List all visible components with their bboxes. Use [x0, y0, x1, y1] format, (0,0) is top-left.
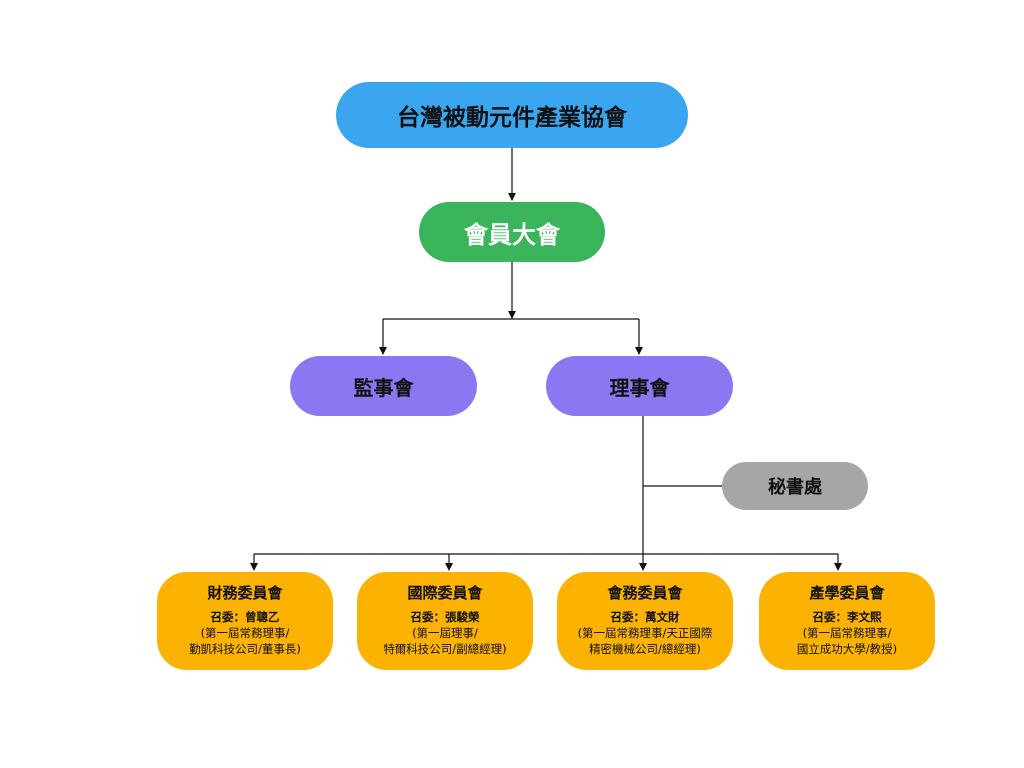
node-general-assembly: 會員大會	[419, 202, 605, 262]
committee-detail-line: 勤凱科技公司/董事長)	[189, 642, 301, 656]
committee-industry-academia: 產學委員會 召委：李文熙 (第一屆常務理事/ 國立成功大學/教授)	[759, 572, 935, 670]
committee-international: 國際委員會 召委：張駿榮 (第一屆理事/ 特爾科技公司/副總經理)	[357, 572, 533, 670]
node-board-of-supervisors: 監事會	[290, 356, 477, 416]
committee-detail-line: (第一屆常務理事/	[200, 626, 290, 640]
committee-title: 財務委員會	[207, 584, 283, 602]
committee-convener: 召委：曾聰乙	[210, 610, 280, 624]
committee-convener: 召委：張駿榮	[410, 610, 480, 624]
committee-title: 產學委員會	[809, 584, 885, 602]
node-board-of-directors: 理事會	[546, 356, 733, 416]
committee-convener: 召委：萬文財	[610, 610, 680, 624]
committee-detail-line: (第一屆常務理事/	[802, 626, 892, 640]
committee-detail-line: (第一屆常務理事/天正國際	[577, 626, 713, 640]
committee-title: 會務委員會	[607, 584, 683, 602]
node-association-label: 台灣被動元件產業協會	[397, 105, 627, 131]
committee-member-affairs: 會務委員會 召委：萬文財 (第一屆常務理事/天正國際 精密機械公司/總經理)	[557, 572, 733, 670]
node-secretariat: 秘書處	[722, 462, 868, 510]
node-board-of-supervisors-label: 監事會	[353, 375, 414, 400]
node-secretariat-label: 秘書處	[768, 477, 822, 498]
committee-title: 國際委員會	[407, 584, 483, 602]
committee-detail-line: 精密機械公司/總經理)	[589, 642, 701, 656]
committee-convener: 召委：李文熙	[812, 610, 882, 624]
committee-detail-line: (第一屆理事/	[412, 626, 478, 640]
committee-detail-line: 國立成功大學/教授)	[796, 642, 898, 656]
committee-finance: 財務委員會 召委：曾聰乙 (第一屆常務理事/ 勤凱科技公司/董事長)	[157, 572, 333, 670]
committee-detail-line: 特爾科技公司/副總經理)	[383, 642, 507, 656]
node-association: 台灣被動元件產業協會	[336, 82, 688, 148]
node-general-assembly-label: 會員大會	[464, 220, 560, 249]
node-board-of-directors-label: 理事會	[609, 375, 670, 400]
